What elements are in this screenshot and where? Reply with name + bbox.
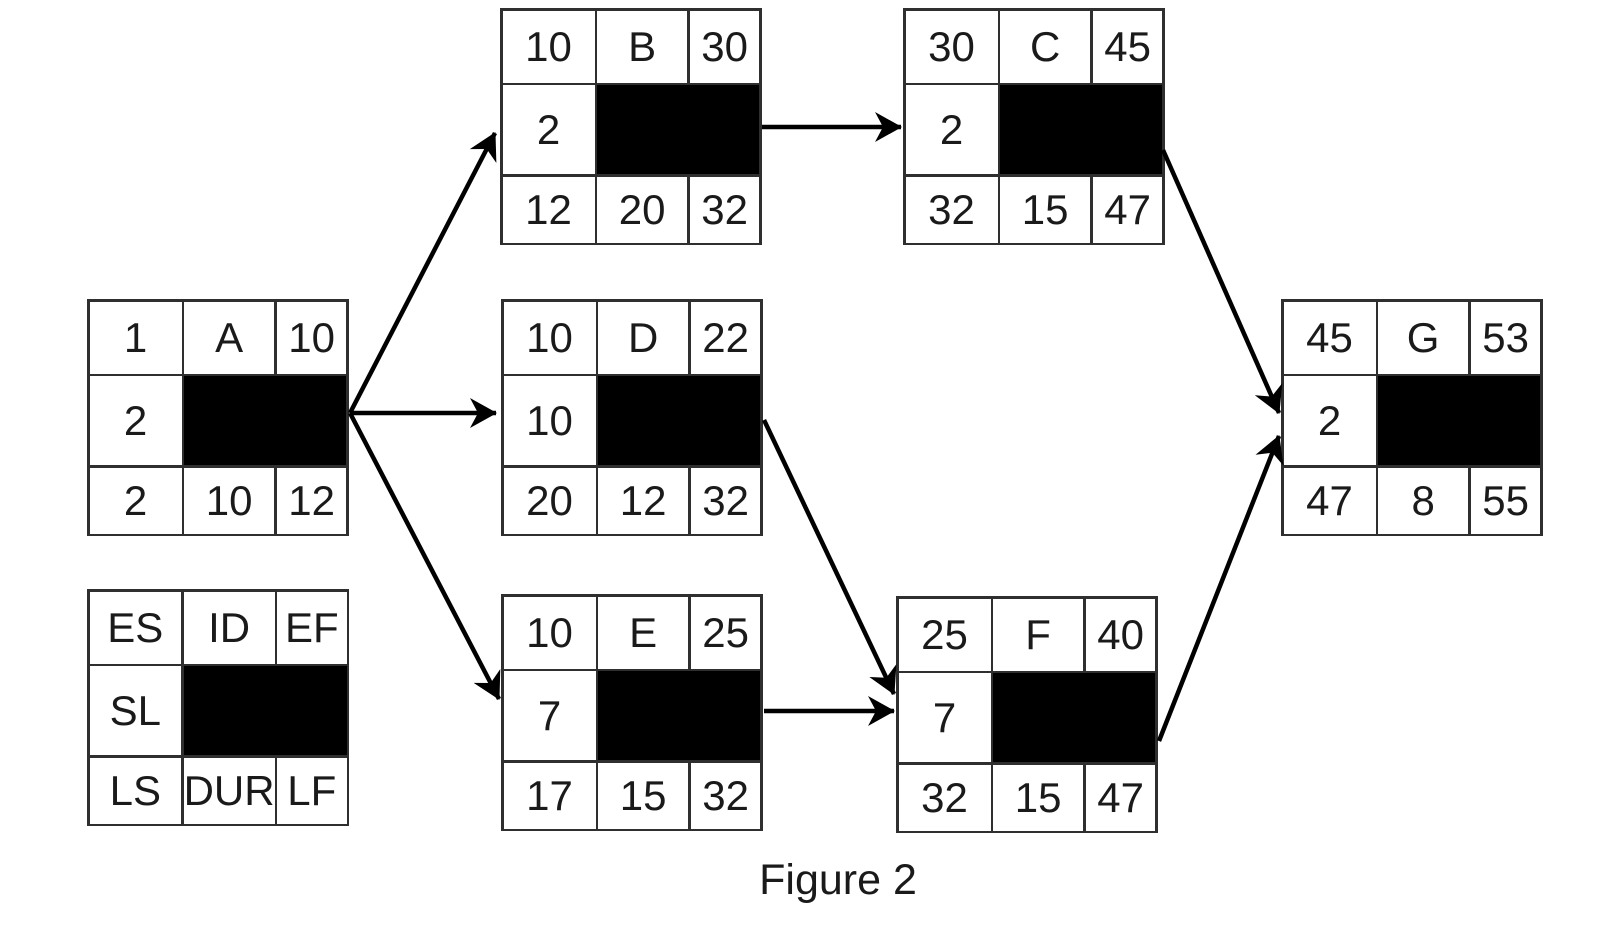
slack-cell: 2 — [1283, 376, 1376, 466]
es-cell: 10 — [502, 10, 595, 83]
lf-cell: 47 — [1092, 176, 1163, 243]
figure-caption: Figure 2 — [759, 856, 917, 904]
dur-cell: 15 — [1000, 176, 1091, 243]
black-bar — [598, 376, 761, 466]
legend-es-label: ES — [89, 591, 182, 664]
ls-cell: 17 — [503, 762, 596, 829]
ls-cell: 32 — [898, 764, 991, 831]
black-bar — [184, 376, 347, 466]
legend-dur-label: DUR — [183, 757, 275, 824]
lf-cell: 32 — [690, 762, 761, 829]
ls-cell: 47 — [1283, 467, 1376, 534]
edge-C-to-G — [1160, 149, 1283, 414]
edge-A-to-B — [348, 131, 497, 415]
ef-cell: 22 — [690, 301, 761, 374]
es-cell: 45 — [1283, 301, 1376, 374]
activity-node-D: 10 D 22 10 20 12 32 — [501, 299, 763, 536]
black-bar — [1000, 85, 1163, 175]
dur-cell: 15 — [598, 762, 689, 829]
lf-cell: 32 — [690, 467, 761, 534]
edge-D-to-F — [761, 419, 897, 695]
slack-cell: 10 — [503, 376, 596, 466]
id-cell: F — [993, 598, 1084, 671]
dur-cell: 15 — [993, 764, 1084, 831]
ef-cell: 25 — [690, 596, 761, 669]
legend-ls-label: LS — [89, 757, 182, 824]
ls-cell: 12 — [502, 176, 595, 243]
dur-cell: 12 — [598, 467, 689, 534]
slack-cell: 7 — [503, 671, 596, 761]
black-bar — [598, 671, 761, 761]
lf-cell: 12 — [276, 467, 347, 534]
edge-F-to-G — [1156, 435, 1284, 742]
dur-cell: 10 — [184, 467, 275, 534]
legend-id-label: ID — [183, 591, 275, 664]
lf-cell: 55 — [1470, 467, 1541, 534]
ls-cell: 32 — [905, 176, 998, 243]
slack-cell: 2 — [502, 85, 595, 175]
dur-cell: 20 — [597, 176, 688, 243]
legend-lf-label: LF — [277, 757, 347, 824]
id-cell: C — [1000, 10, 1091, 83]
activity-node-B: 10 B 30 2 12 20 32 — [500, 8, 762, 245]
slack-cell: 7 — [898, 673, 991, 763]
ef-cell: 53 — [1470, 301, 1541, 374]
slack-cell: 2 — [905, 85, 998, 175]
es-cell: 10 — [503, 596, 596, 669]
legend-sl-label: SL — [89, 666, 182, 756]
activity-node-C: 30 C 45 2 32 15 47 — [903, 8, 1165, 245]
activity-node-E: 10 E 25 7 17 15 32 — [501, 594, 763, 831]
es-cell: 10 — [503, 301, 596, 374]
black-bar — [1378, 376, 1541, 466]
activity-node-F: 25 F 40 7 32 15 47 — [896, 596, 1158, 833]
ef-cell: 30 — [689, 10, 760, 83]
ef-cell: 10 — [276, 301, 347, 374]
edge-A-to-E — [348, 411, 501, 701]
ls-cell: 2 — [89, 467, 182, 534]
ef-cell: 40 — [1085, 598, 1156, 671]
id-cell: D — [598, 301, 689, 374]
id-cell: A — [184, 301, 275, 374]
es-cell: 1 — [89, 301, 182, 374]
activity-node-A: 1 A 10 2 2 10 12 — [87, 299, 349, 536]
id-cell: B — [597, 10, 688, 83]
black-bar — [183, 666, 347, 756]
slack-cell: 2 — [89, 376, 182, 466]
black-bar — [597, 85, 760, 175]
id-cell: E — [598, 596, 689, 669]
legend-node: ES ID EF SL LS DUR LF — [87, 589, 349, 826]
lf-cell: 32 — [689, 176, 760, 243]
legend-ef-label: EF — [277, 591, 347, 664]
id-cell: G — [1378, 301, 1469, 374]
black-bar — [993, 673, 1156, 763]
lf-cell: 47 — [1085, 764, 1156, 831]
ls-cell: 20 — [503, 467, 596, 534]
activity-node-G: 45 G 53 2 47 8 55 — [1281, 299, 1543, 536]
ef-cell: 45 — [1092, 10, 1163, 83]
dur-cell: 8 — [1378, 467, 1469, 534]
es-cell: 25 — [898, 598, 991, 671]
es-cell: 30 — [905, 10, 998, 83]
